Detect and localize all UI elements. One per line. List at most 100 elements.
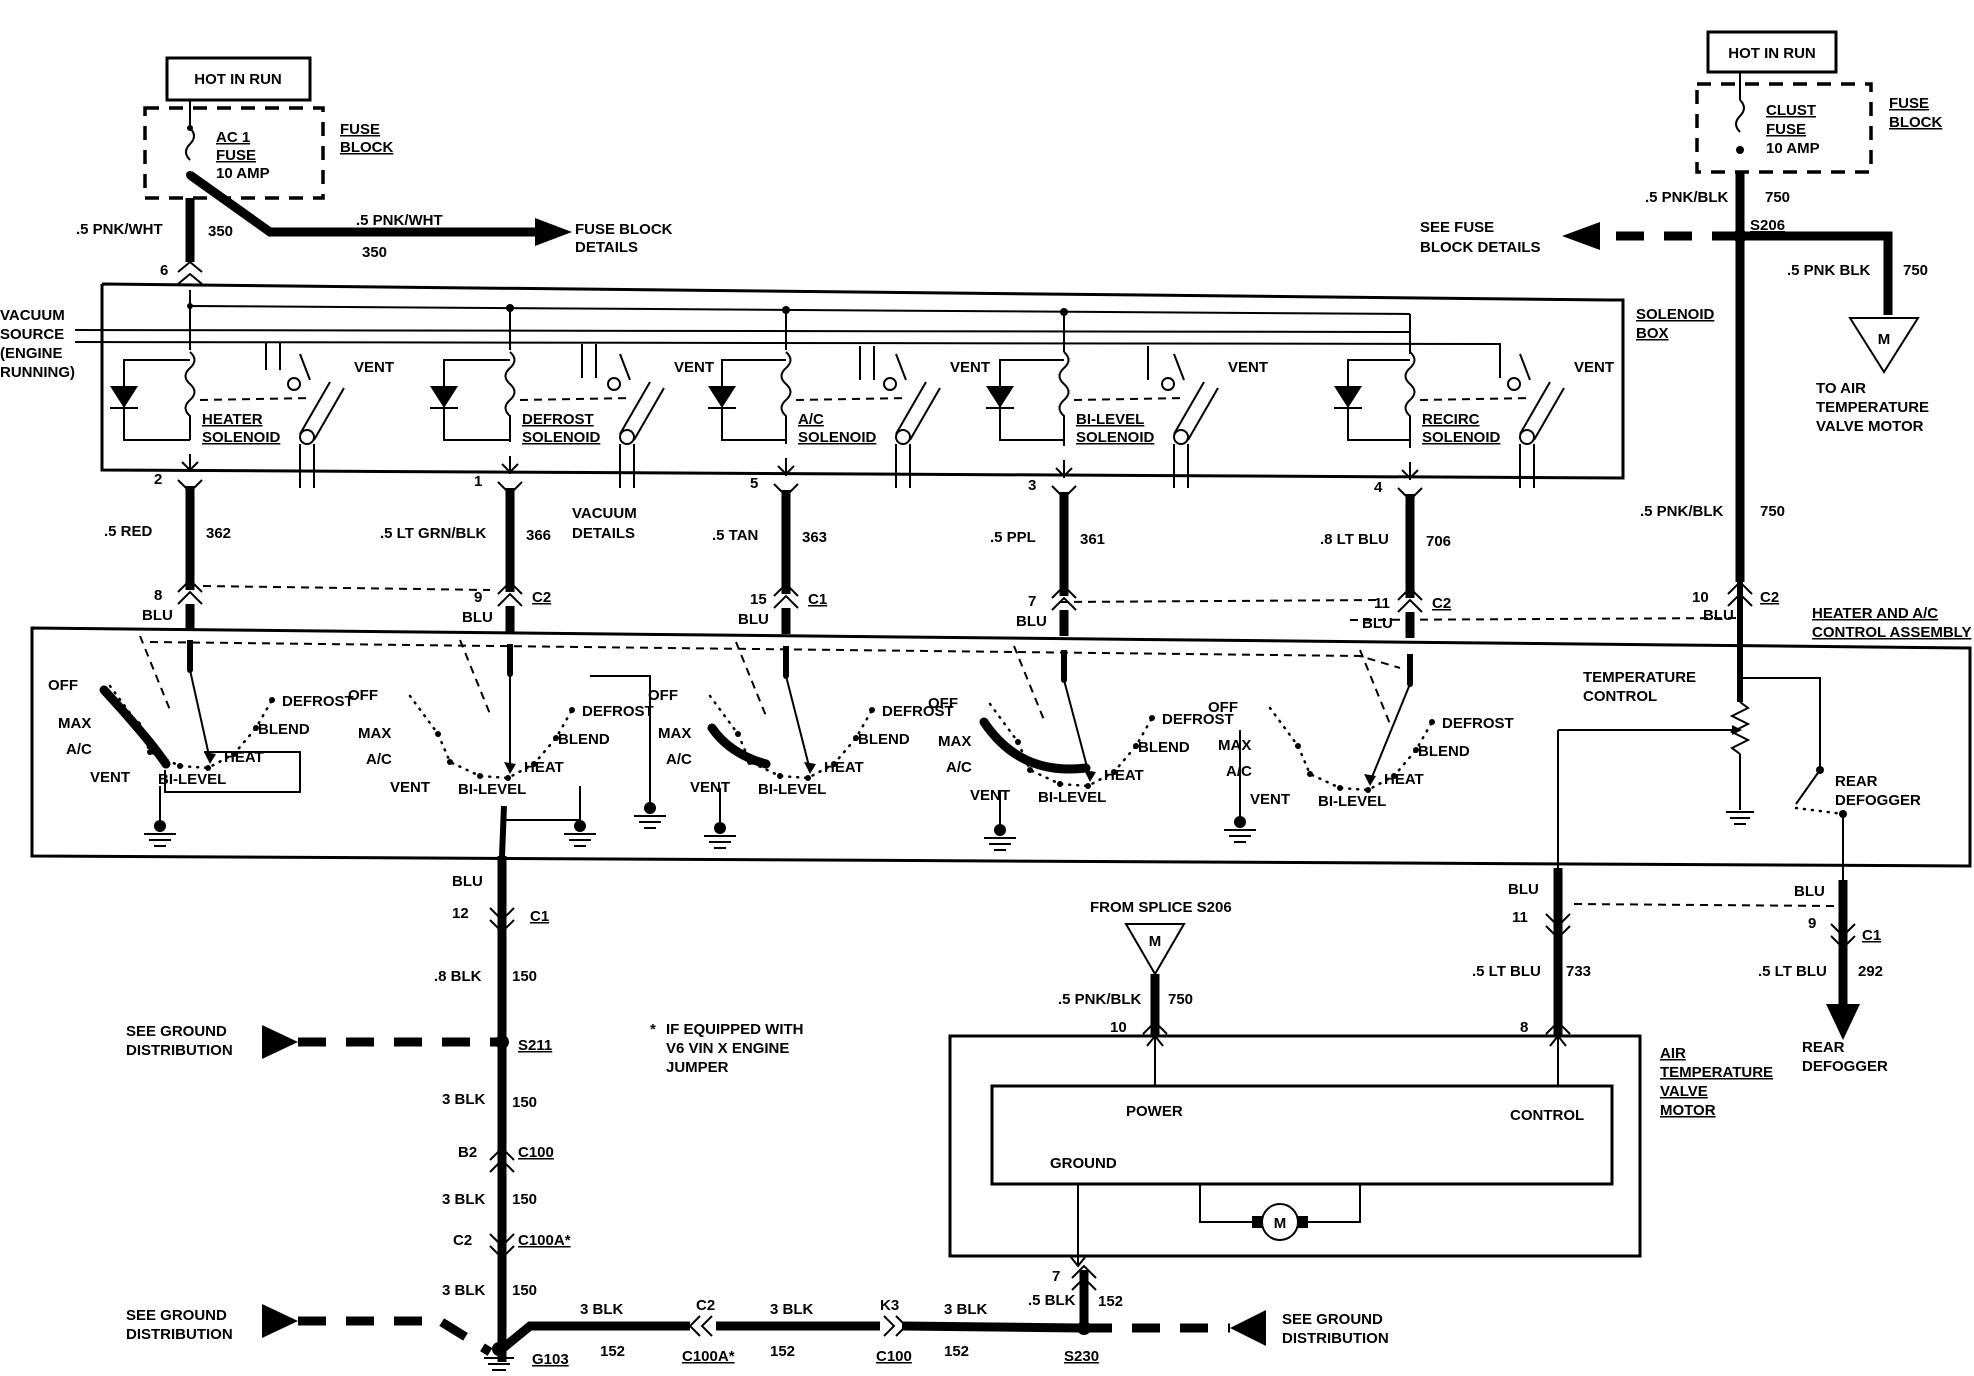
- mode-contact-arc-0: [99, 685, 171, 769]
- vacuum-source-2: SOURCE: [0, 326, 64, 343]
- pin-c2: C2: [453, 1232, 472, 1249]
- mode-detent-0-defrost: [269, 697, 275, 703]
- mode-detent-3-blend: [1133, 743, 1139, 749]
- mode-contact-arc-3: [979, 717, 1091, 774]
- pin-12: 12: [452, 905, 469, 922]
- arrow-see-fuse-block: [1562, 222, 1600, 250]
- solenoid-name-1-a: DEFROST: [522, 411, 594, 428]
- mode-detent-3-heat: [1111, 769, 1117, 775]
- conn-label-2: C1: [808, 591, 827, 608]
- mode-bilevel-4: BI-LEVEL: [1318, 793, 1386, 810]
- hot-in-run-label-right: HOT IN RUN: [1728, 45, 1816, 62]
- rear-defogger-label-1: REAR: [1835, 773, 1878, 790]
- rear-defogger-switch: [1795, 769, 1821, 805]
- circuit-350-left: 350: [208, 223, 233, 240]
- conn-c100-bottom: C100: [876, 1348, 912, 1365]
- motor-label-3: VALVE: [1660, 1083, 1708, 1100]
- mode-detent-1-ac: [447, 759, 453, 765]
- solenoid-box-label-1: SOLENOID: [1636, 306, 1715, 323]
- wire-350-branch: [187, 171, 540, 237]
- mode-ac-3: A/C: [946, 759, 972, 776]
- mode-detent-2-bilevel: [805, 775, 811, 781]
- motor-label-2: TEMPERATURE: [1660, 1064, 1773, 1081]
- conn-c100a-bottom: C100A*: [682, 1348, 735, 1365]
- blu-label-0: BLU: [142, 607, 173, 624]
- pin-6: 6: [160, 262, 168, 279]
- circuit-150-c: 150: [512, 1191, 537, 1208]
- pin-10-motor: 10: [1110, 1019, 1127, 1036]
- motor-m-symbol: M: [1274, 1215, 1287, 1232]
- circuit-152-b: 152: [770, 1343, 795, 1360]
- wire-label-1: .5 LT GRN/BLK: [380, 525, 487, 542]
- wire-label-2: .5 TAN: [712, 527, 758, 544]
- mode-detent-4-heat: [1391, 773, 1397, 779]
- fuse-symbol-left: [185, 127, 195, 161]
- mode-detent-3-ac: [1027, 767, 1033, 773]
- motor-power-label: POWER: [1126, 1103, 1183, 1120]
- solenoid-coil-0: [184, 351, 196, 440]
- arrow-ground-1: [262, 1025, 298, 1059]
- mode-linkage-dashed: [149, 641, 1401, 669]
- wire-label-4: .8 LT BLU: [1320, 531, 1389, 548]
- rear-defogger-bottom-2: DEFOGGER: [1802, 1058, 1888, 1075]
- mode-max-1: MAX: [358, 725, 391, 742]
- mode-blend-4: BLEND: [1418, 743, 1470, 760]
- wire-label-pnk-wht-branch: .5 PNK/WHT: [356, 212, 443, 229]
- solenoid-name-0-a: HEATER: [202, 411, 263, 428]
- mode-detent-1-vent: [477, 773, 483, 779]
- hot-in-run-box-left: [165, 56, 312, 102]
- circuit-292: 292: [1858, 963, 1883, 980]
- mode-blend-3: BLEND: [1138, 739, 1190, 756]
- circuit-152-a: 152: [600, 1343, 625, 1360]
- vent-valve-2: [895, 381, 927, 435]
- mode-detent-3-max: [1015, 739, 1021, 745]
- control-assembly-label-1: HEATER AND A/C: [1812, 605, 1938, 622]
- diode-icon-1: [430, 386, 458, 408]
- blu-right-bottom-b: BLU: [1794, 883, 1825, 900]
- solenoid-name-1-b: SOLENOID: [522, 429, 601, 446]
- cpin-9: 9: [474, 589, 482, 606]
- vacuum-line-a: [74, 329, 1411, 348]
- solenoid-name-2-b: SOLENOID: [798, 429, 877, 446]
- solenoid-coil-2: [780, 351, 792, 444]
- heater-switch-box: [164, 751, 301, 793]
- circuit-150-b: 150: [512, 1094, 537, 1111]
- vent-valve-1: [619, 381, 651, 435]
- wire-label-3-blk-c: 3 BLK: [442, 1282, 486, 1299]
- circuit-366: 366: [526, 527, 551, 544]
- pin-8-motor: 8: [1520, 1019, 1528, 1036]
- from-splice-s206: FROM SPLICE S206: [1090, 899, 1232, 916]
- mode-defrost-0: DEFROST: [282, 693, 354, 710]
- see-ground-1a: SEE GROUND: [126, 1023, 227, 1040]
- wire-label-pnk-wht-left: .5 PNK/WHT: [76, 221, 163, 238]
- wire-label-3-blk-d: 3 BLK: [580, 1301, 624, 1318]
- mode-detent-4-defrost: [1429, 719, 1435, 725]
- pin-9-right: 9: [1808, 915, 1816, 932]
- cpin-11: 11: [1374, 595, 1390, 612]
- pin-4: 4: [1374, 479, 1383, 496]
- diode-icon-2: [708, 386, 736, 408]
- wire-label-3: .5 PPL: [990, 529, 1036, 546]
- mode-detent-1-bilevel: [505, 775, 511, 781]
- rear-defogger-bottom-1: REAR: [1802, 1039, 1845, 1056]
- vacuum-details-1: VACUUM: [572, 505, 637, 522]
- ground-g103-label: G103: [532, 1351, 569, 1368]
- fuse-block-label-right-1: FUSE: [1889, 95, 1929, 112]
- splice-s206-label: S206: [1750, 217, 1785, 234]
- mode-blend-0: BLEND: [258, 721, 310, 738]
- vent-label-4: VENT: [1574, 359, 1614, 376]
- vent-valve-3: [1173, 381, 1205, 435]
- mode-heat-3: HEAT: [1104, 767, 1144, 784]
- mode-heat-4: HEAT: [1384, 771, 1424, 788]
- solenoid-name-0-b: SOLENOID: [202, 429, 281, 446]
- mode-off-3: OFF: [928, 695, 958, 712]
- splice-s211: [495, 1035, 509, 1049]
- mode-defrost-1: DEFROST: [582, 703, 654, 720]
- air-temp-valve-motor-box: [948, 1034, 1642, 1258]
- note-1: IF EQUIPPED WITH: [666, 1021, 804, 1038]
- temperature-control-1: TEMPERATURE: [1583, 669, 1696, 686]
